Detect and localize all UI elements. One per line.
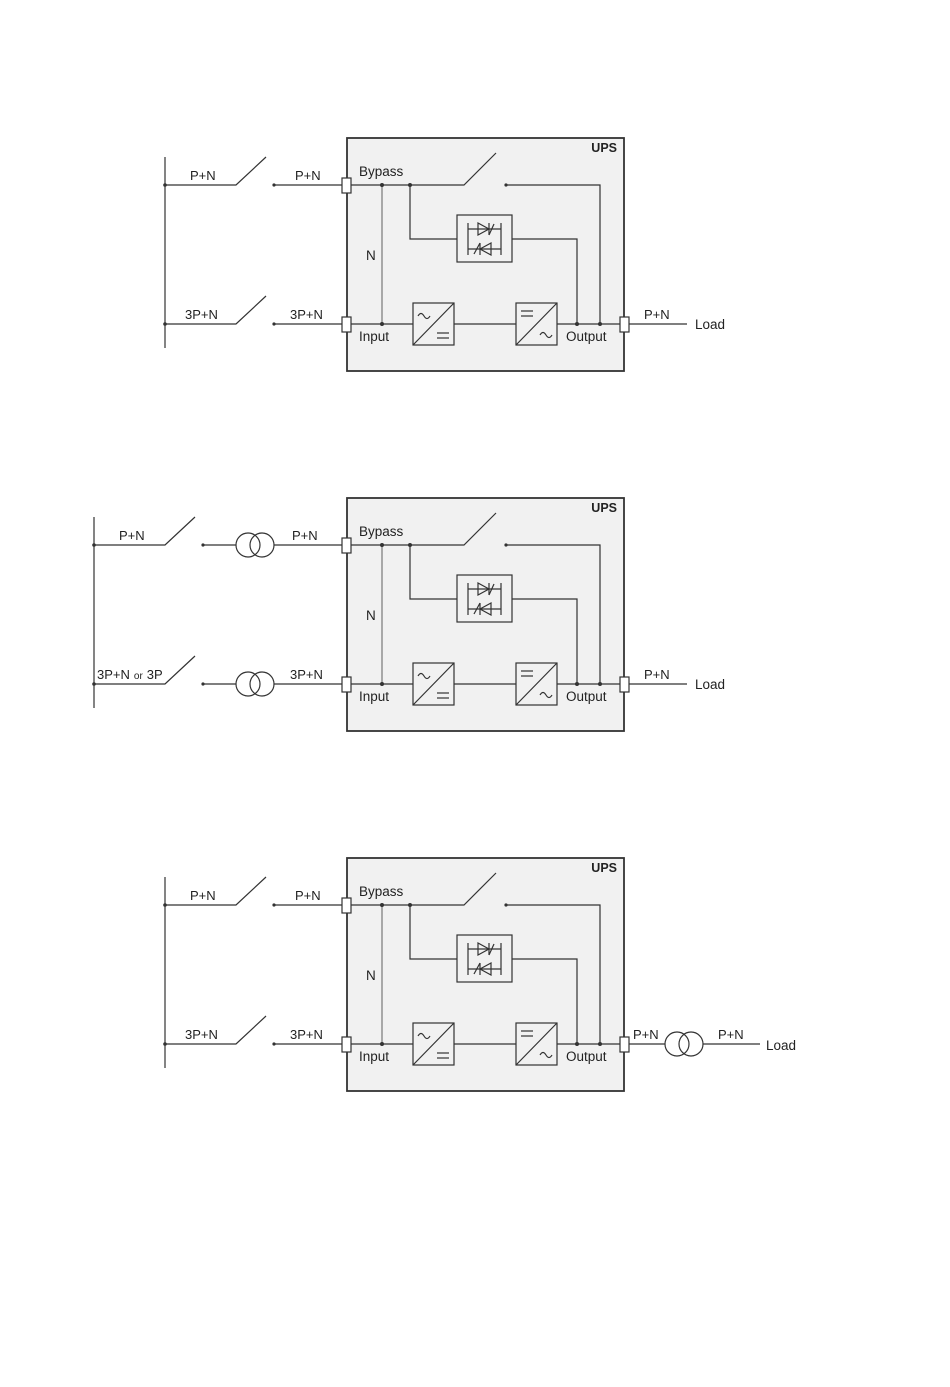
rectifier-icon — [413, 303, 454, 345]
bypass-label: Bypass — [359, 884, 404, 899]
feed-upper-label: P+N — [292, 528, 318, 543]
output-feed-label: P+N — [644, 307, 670, 322]
rectifier-icon — [413, 1023, 454, 1065]
output-label: Output — [566, 1049, 607, 1064]
output-terminal — [620, 317, 629, 332]
load-label: Load — [695, 317, 725, 332]
ups-title: UPS — [591, 861, 617, 875]
load-label: Load — [695, 677, 725, 692]
bypass-terminal — [342, 538, 351, 553]
supply-lower-or: or — [134, 671, 144, 682]
inverter-icon — [516, 1023, 557, 1065]
bypass-terminal — [342, 898, 351, 913]
input-terminal — [342, 677, 351, 692]
ups-title: UPS — [591, 141, 617, 155]
static-switch-icon — [457, 935, 512, 982]
input-terminal — [342, 1037, 351, 1052]
inverter-icon — [516, 303, 557, 345]
neutral-label: N — [366, 608, 376, 623]
supply-upper-label: P+N — [190, 168, 216, 183]
input-label: Input — [359, 1049, 389, 1064]
bypass-label: Bypass — [359, 524, 404, 539]
output-label: Output — [566, 329, 607, 344]
bypass-label: Bypass — [359, 164, 404, 179]
output-feed-label: P+N — [644, 667, 670, 682]
transformer-icon — [665, 1032, 703, 1056]
output-terminal — [620, 1037, 629, 1052]
inverter-icon — [516, 663, 557, 705]
neutral-label: N — [366, 968, 376, 983]
ups-title: UPS — [591, 501, 617, 515]
static-switch-icon — [457, 575, 512, 622]
output-label: Output — [566, 689, 607, 704]
supply-lower-main: 3P+N — [97, 667, 130, 682]
input-terminal — [342, 317, 351, 332]
supply-upper-label: P+N — [119, 528, 145, 543]
output-feed-label: P+N — [633, 1027, 659, 1042]
transformer-icon — [236, 533, 274, 557]
static-switch-icon — [457, 215, 512, 262]
feed-lower-label: 3P+N — [290, 307, 323, 322]
supply-lower-alt: 3P — [147, 667, 163, 682]
diagram-3: UPS Bypass N Input Output — [163, 858, 796, 1091]
feed-lower-label: 3P+N — [290, 1027, 323, 1042]
neutral-label: N — [366, 248, 376, 263]
supply-upper-label: P+N — [190, 888, 216, 903]
supply-lower-label: 3P+N — [185, 1027, 218, 1042]
supply-lower-label: 3P+N — [185, 307, 218, 322]
input-label: Input — [359, 689, 389, 704]
feed-upper-label: P+N — [295, 888, 321, 903]
diagram-2: UPS Bypass N Input Output — [92, 498, 725, 731]
transformer-icon — [236, 672, 274, 696]
output-terminal — [620, 677, 629, 692]
bypass-terminal — [342, 178, 351, 193]
feed-lower-label: 3P+N — [290, 667, 323, 682]
rectifier-icon — [413, 663, 454, 705]
diagram-1: UPS Bypass N Input Output — [163, 138, 725, 371]
feed-upper-label: P+N — [295, 168, 321, 183]
load-feed-label: P+N — [718, 1027, 744, 1042]
input-label: Input — [359, 329, 389, 344]
load-label: Load — [766, 1038, 796, 1053]
